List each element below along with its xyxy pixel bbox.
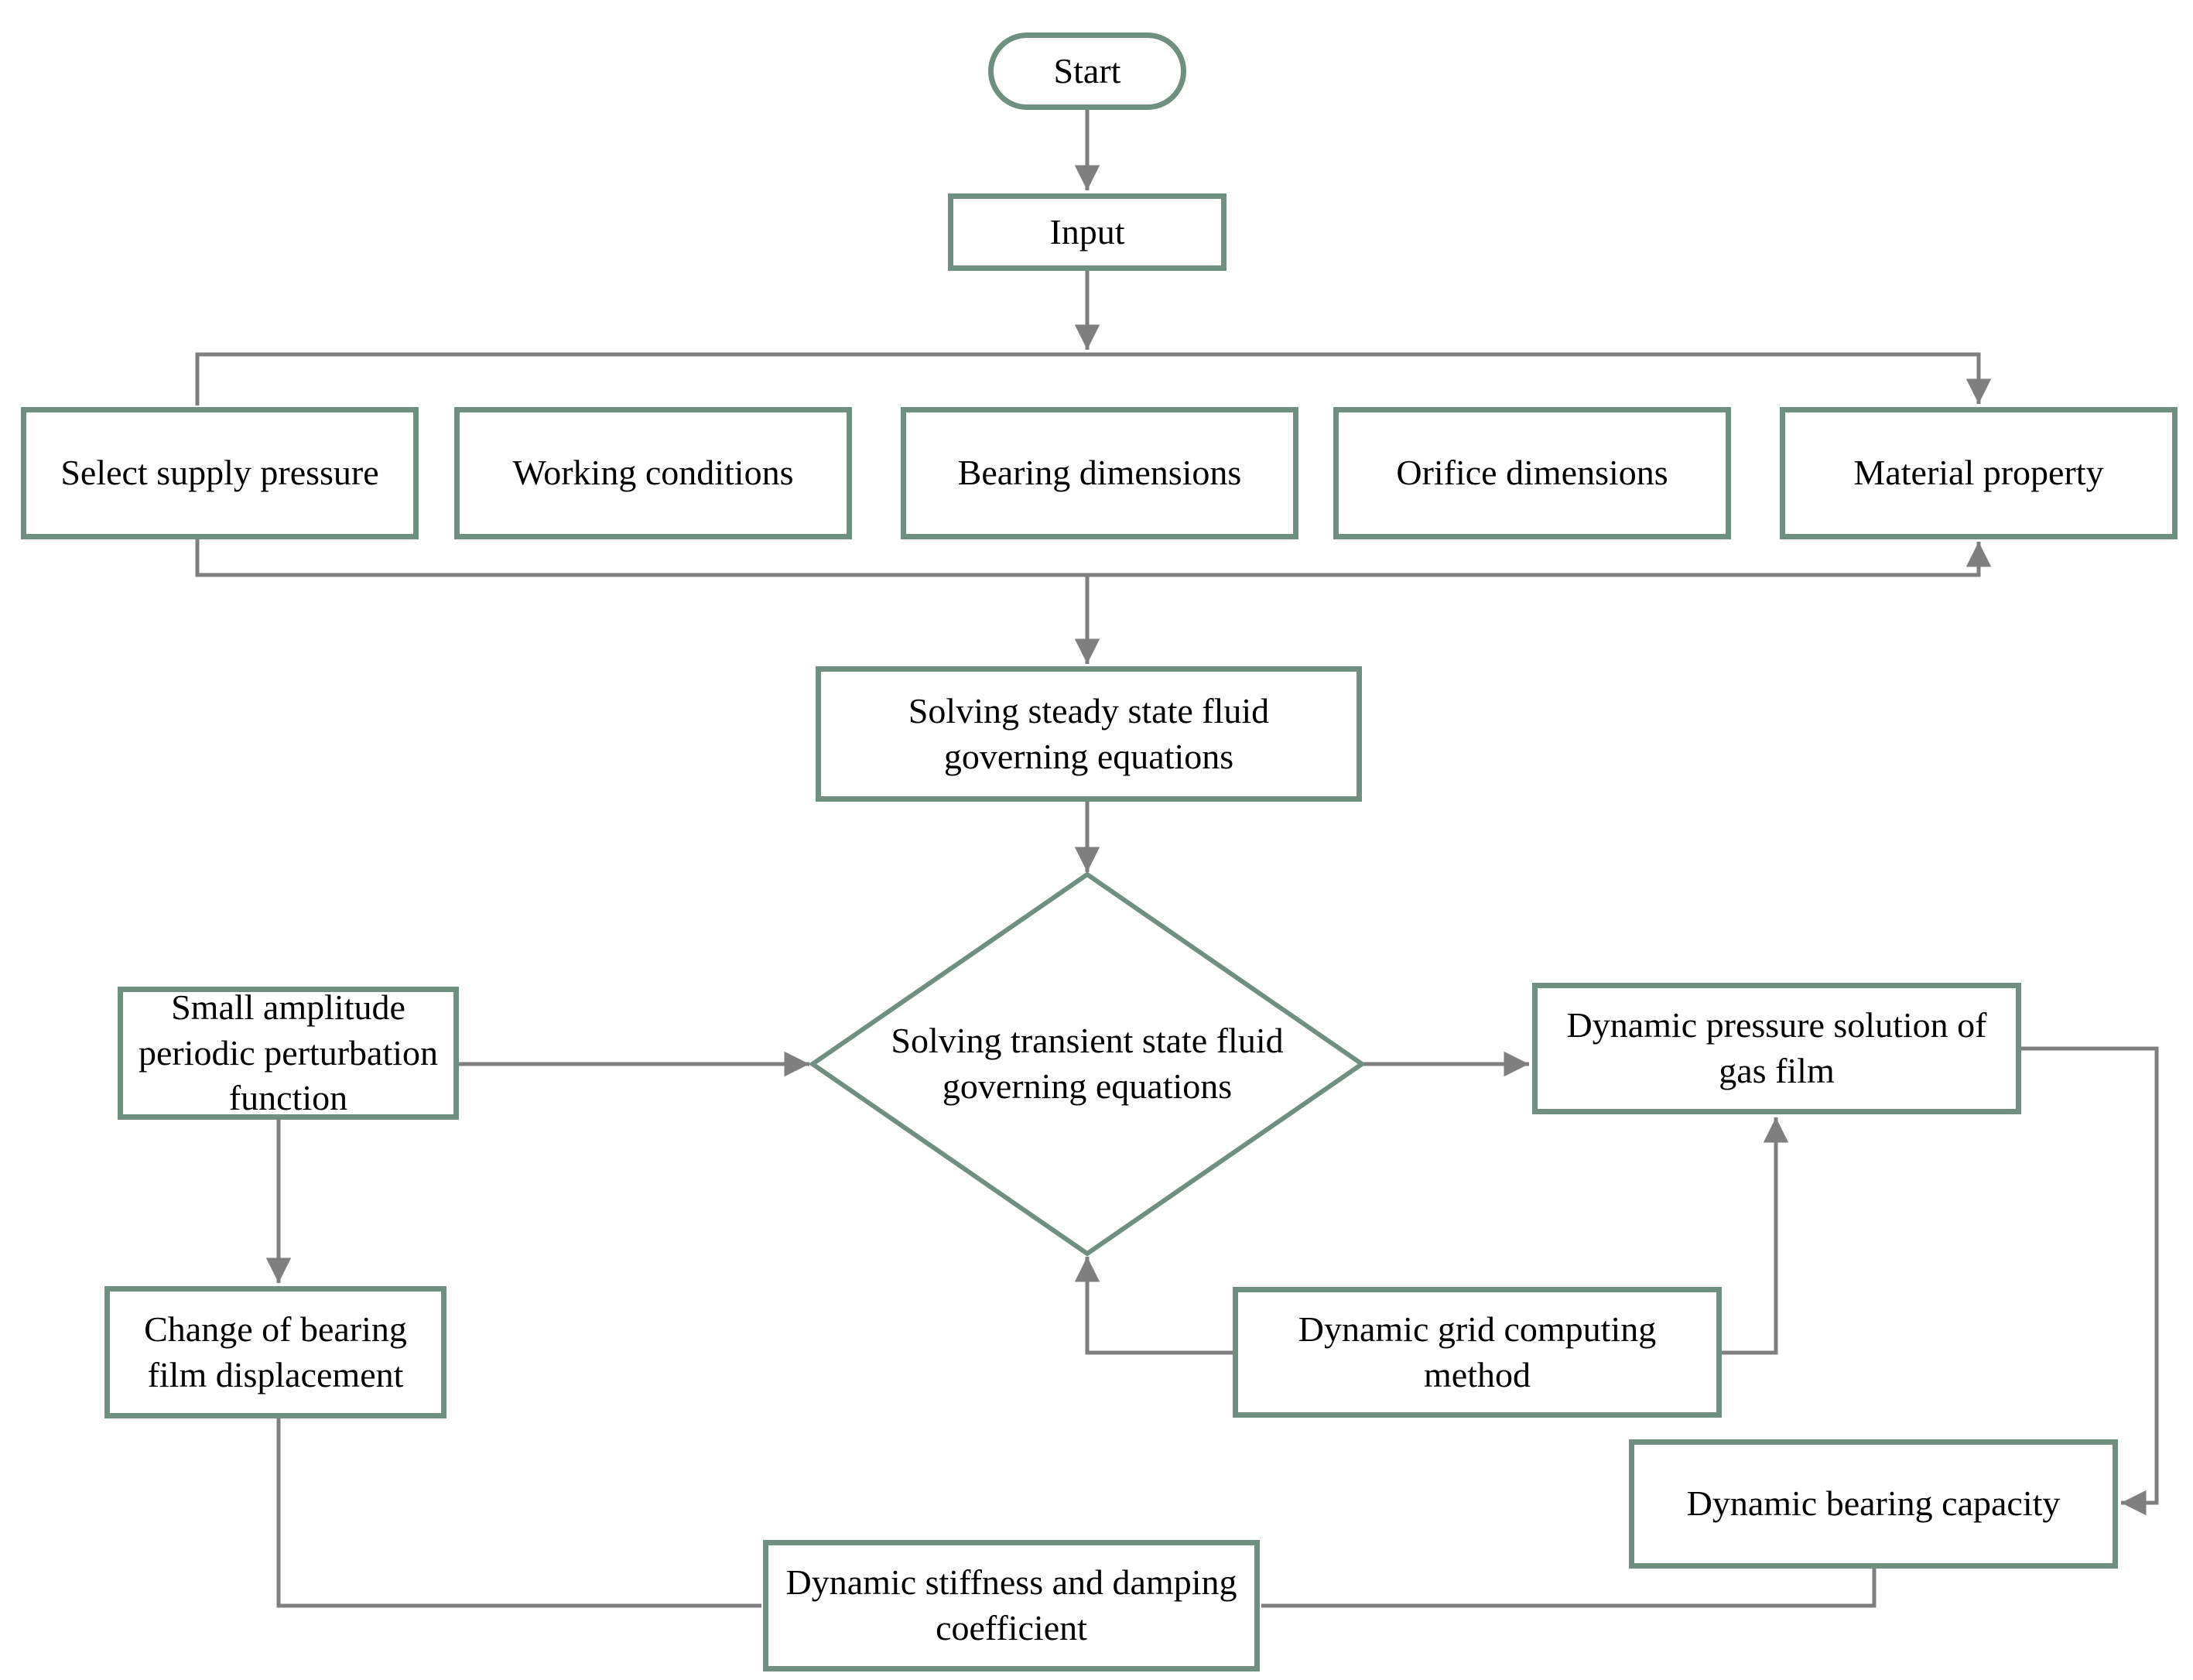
node-select-supply-pressure: Select supply pressure [21,407,419,539]
edge-collector-rail [195,539,1992,577]
node-material-property-label: Material property [1853,453,2104,493]
node-bearing-capacity: Dynamic bearing capacity [1629,1439,2118,1569]
node-select-supply-pressure-label: Select supply pressure [60,453,379,493]
node-steady-state: Solving steady state fluid governing equ… [816,666,1362,802]
node-material-property: Material property [1780,407,2178,539]
edge-distributor-rail [195,352,1992,405]
node-input: Input [948,193,1227,271]
node-small-amplitude: Small amplitude periodic perturbation fu… [118,987,459,1120]
node-transient-decision: Solving transient state fluid governing … [840,1010,1335,1118]
edge-capacity-stiffness [1261,1569,1877,1608]
node-pressure-solution: Dynamic pressure solution of gas film [1532,983,2021,1114]
node-dynamic-grid-label: Dynamic grid computing method [1298,1309,1657,1394]
decision-diamond-shape [808,871,1367,1257]
node-pressure-solution-label: Dynamic pressure solution of gas film [1566,1005,1987,1090]
node-working-conditions-label: Working conditions [512,453,794,493]
node-stiffness-damping-label: Dynamic stiffness and damping coefficien… [785,1562,1237,1647]
node-dynamic-grid: Dynamic grid computing method [1233,1287,1722,1418]
node-bearing-capacity-label: Dynamic bearing capacity [1686,1483,2061,1524]
node-input-label: Input [1049,211,1125,251]
node-start: Start [988,33,1186,110]
node-orifice-dimensions-label: Orifice dimensions [1396,453,1668,493]
node-orifice-dimensions: Orifice dimensions [1333,407,1731,539]
edge-displacement-stiffness [276,1418,761,1608]
node-bearing-dimensions-label: Bearing dimensions [957,453,1242,493]
node-start-label: Start [1053,50,1121,91]
node-small-amplitude-label: Small amplitude periodic perturbation fu… [138,987,439,1118]
edge-grid-decision [1074,1257,1233,1355]
node-film-displacement-label: Change of bearing film displacement [144,1309,407,1394]
edge-pressure-capacity [2021,1046,2159,1516]
edge-grid-pressure [1722,1117,1789,1355]
node-steady-state-label: Solving steady state fluid governing equ… [908,690,1270,776]
node-working-conditions: Working conditions [454,407,852,539]
node-film-displacement: Change of bearing film displacement [104,1286,446,1418]
node-stiffness-damping: Dynamic stiffness and damping coefficien… [763,1540,1260,1671]
node-bearing-dimensions: Bearing dimensions [901,407,1298,539]
node-transient-decision-label: Solving transient state fluid governing … [891,1021,1284,1106]
